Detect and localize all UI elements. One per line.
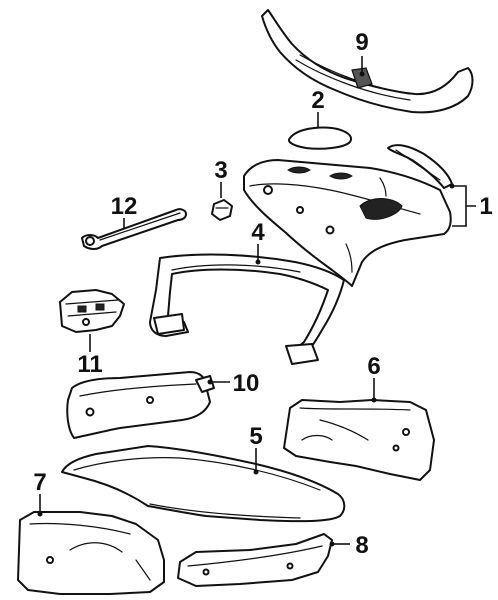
- leader-lines: [37, 56, 476, 547]
- part-7-left-trim: [17, 511, 165, 595]
- part-6-right-trim: [283, 399, 435, 481]
- callout-6: 6: [367, 353, 380, 380]
- part-10-side-trim: [66, 371, 215, 439]
- part-12-support-rod: [81, 208, 187, 250]
- callout-12: 12: [111, 193, 138, 220]
- part-11-latch: [59, 289, 125, 333]
- part-5-floor-mat: [61, 445, 346, 523]
- callout-7: 7: [33, 469, 46, 496]
- leader-1: [452, 185, 476, 227]
- part-9-upper-rail: [261, 9, 474, 114]
- callout-4: 4: [251, 219, 265, 246]
- part-8-sill-plate: [177, 533, 333, 587]
- callout-1: 1: [479, 193, 492, 220]
- part-1-package-tray: [243, 144, 453, 287]
- callout-11: 11: [77, 351, 102, 378]
- callouts: 9 2 3 1 12 4 11 10 6 5 7 8: [33, 29, 492, 559]
- part-2-cover-plate: [288, 126, 352, 150]
- callout-5: 5: [249, 423, 262, 450]
- callout-8: 8: [355, 532, 368, 559]
- part-4-opening-panel: [149, 253, 345, 365]
- part-3-clip: [211, 199, 233, 221]
- callout-10: 10: [233, 370, 260, 397]
- callout-2: 2: [311, 87, 324, 114]
- callout-3: 3: [214, 157, 227, 184]
- callout-9: 9: [355, 29, 368, 56]
